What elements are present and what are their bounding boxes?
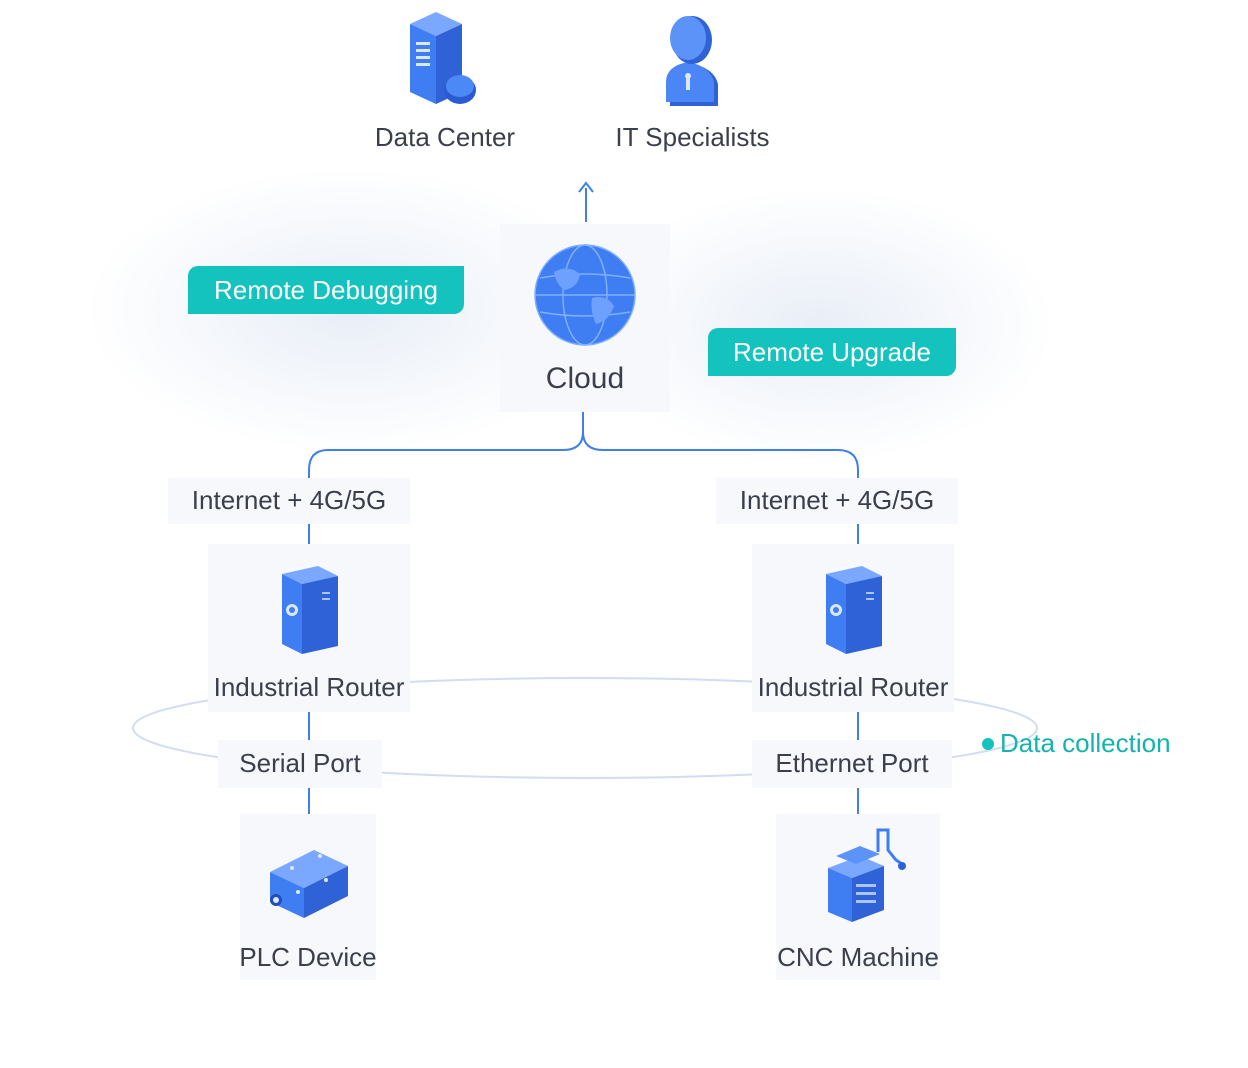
server-icon: [410, 12, 476, 104]
remote-debugging-tag: Remote Debugging: [188, 266, 464, 314]
right-network-label-box: Internet + 4G/5G: [716, 478, 958, 524]
right-router-node: Industrial Router: [752, 544, 954, 712]
router-icon: [826, 566, 882, 654]
plc-device-label: PLC Device: [239, 942, 377, 972]
cnc-machine-icon: [828, 828, 906, 922]
plc-box-icon: [270, 850, 348, 918]
router-icon: [282, 566, 338, 654]
data-center-node: Data Center: [360, 8, 530, 168]
right-router-label: Industrial Router: [757, 672, 949, 702]
plc-device-node: PLC Device: [239, 814, 377, 980]
left-network-label: Internet + 4G/5G: [191, 485, 387, 515]
left-network-label-box: Internet + 4G/5G: [168, 478, 410, 524]
data-collection-ring: [132, 677, 1038, 779]
branch-left: [308, 412, 584, 480]
left-router-label: Industrial Router: [213, 672, 405, 702]
cnc-machine-node: CNC Machine: [776, 814, 940, 980]
serial-port-label: Serial Port: [239, 748, 361, 778]
data-collection-label: Data collection: [1000, 728, 1171, 758]
serial-port-box: Serial Port: [218, 740, 382, 788]
right-network-label: Internet + 4G/5G: [739, 485, 935, 515]
cloud-node: Cloud: [500, 224, 670, 412]
cloud-label: Cloud: [545, 362, 625, 395]
cnc-machine-label: CNC Machine: [777, 942, 939, 972]
remote-upgrade-tag: Remote Upgrade: [708, 328, 956, 376]
ethernet-port-label: Ethernet Port: [775, 748, 929, 778]
it-specialists-label: IT Specialists: [615, 122, 770, 152]
left-router-node: Industrial Router: [208, 544, 410, 712]
cloud-up-arrow-head: [578, 181, 594, 193]
data-center-label: Data Center: [374, 122, 516, 152]
data-collection-dot: [982, 738, 994, 750]
globe-icon: [534, 244, 636, 346]
ethernet-port-box: Ethernet Port: [752, 740, 952, 788]
branch-right: [582, 431, 859, 480]
data-collection-tag: Data collection: [982, 728, 1202, 762]
it-specialists-node: IT Specialists: [600, 8, 785, 168]
support-agent-icon: [666, 16, 718, 106]
